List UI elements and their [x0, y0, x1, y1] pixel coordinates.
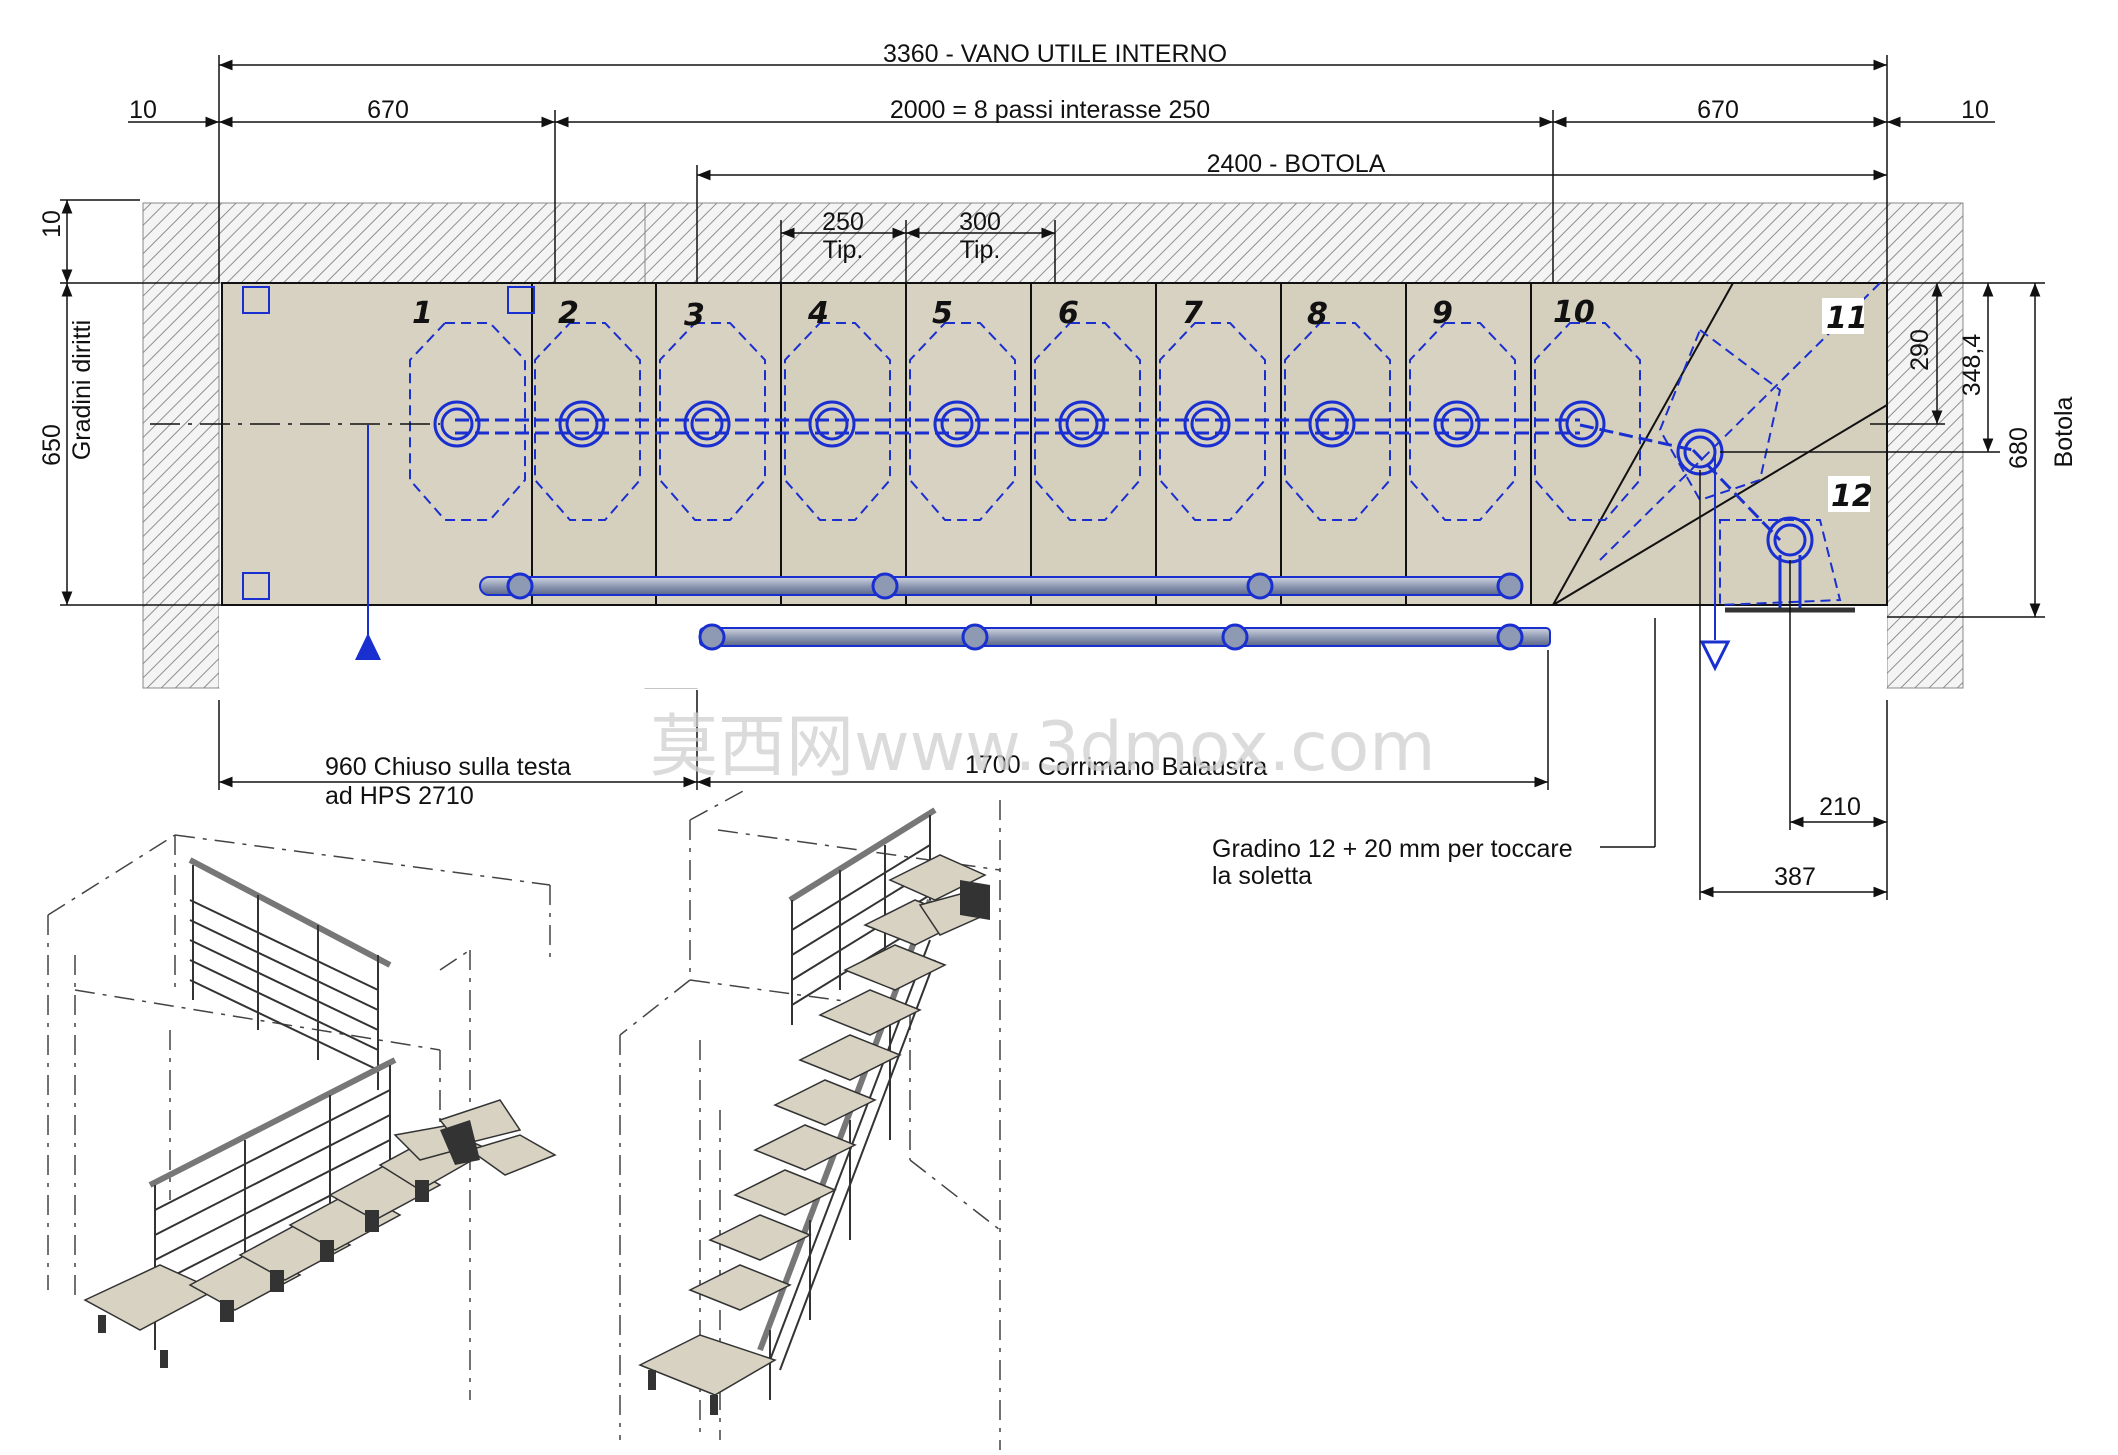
handrail-upper [479, 572, 1524, 600]
fixing-1 [242, 286, 270, 314]
dim-chiuso-line2: ad HPS 2710 [325, 782, 474, 810]
dim-290: 290 [1906, 329, 1934, 371]
dim-passi: 2000 = 8 passi interasse 250 [890, 96, 1210, 124]
step-numbers: 1 2 3 4 5 6 7 8 9 10 11 12 [412, 295, 1873, 514]
step-number: 5 [932, 296, 953, 331]
dim-tip-250: 250 [822, 208, 864, 236]
step-number: 2 [558, 296, 579, 331]
dimension-texts: 3360 - VANO UTILE INTERNO 10 670 2000 = … [38, 40, 2078, 891]
isometric-view-left [47, 834, 557, 1400]
step-number: 3 [684, 298, 705, 333]
label-corrimano: Corrimano Balaustra [1038, 753, 1267, 781]
dim-right-width: 670 [1697, 96, 1739, 124]
fixing-3 [242, 572, 270, 600]
dim-tip-label: Tip. [823, 236, 864, 264]
step-number: 12 [1831, 479, 1873, 514]
treads [221, 282, 1888, 606]
step-number: 11 [1826, 301, 1868, 336]
spine [409, 282, 1881, 610]
note-gradino-line2: la soletta [1212, 862, 1312, 890]
dimension-lines [60, 55, 2045, 900]
section-marker-right [1699, 450, 1731, 672]
dim-corrimano-value: 1700 [965, 751, 1021, 779]
dim-tip-label: Tip. [960, 236, 1001, 264]
watermark: 莫西网www.3dmox.com [650, 708, 1436, 787]
step-number: 4 [807, 296, 829, 331]
winder-line-2 [1552, 404, 1888, 606]
isometric-view-right [619, 789, 1001, 1450]
dim-387: 387 [1774, 863, 1816, 891]
dim-vano: 3360 - VANO UTILE INTERNO [883, 40, 1227, 68]
step-number-box [1828, 476, 1870, 512]
label-gradini-diritti: Gradini diritti [68, 320, 96, 460]
section-marker-left [355, 425, 381, 660]
dim-chiuso-line1: 960 Chiuso sulla testa [325, 753, 571, 781]
step-number: 7 [1182, 296, 1203, 331]
top-wall [142, 202, 1964, 284]
dim-348: 348,4 [1958, 334, 1986, 397]
fixing-2 [507, 286, 535, 314]
note-gradino-line1: Gradino 12 + 20 mm per toccare [1212, 835, 1573, 863]
tread-1 [221, 282, 533, 606]
dim-depth-left: 650 [38, 424, 66, 466]
dim-680: 680 [2005, 427, 2033, 469]
dim-right-margin: 10 [1961, 96, 1989, 124]
handrail-lower [698, 623, 1551, 651]
step-number: 9 [1432, 296, 1453, 331]
label-botola: Botola [2050, 396, 2078, 467]
dim-210: 210 [1819, 793, 1861, 821]
step-number: 8 [1307, 297, 1328, 332]
right-wall [1886, 202, 1964, 689]
dim-left-width: 670 [367, 96, 409, 124]
step-number-box [1822, 298, 1864, 334]
dim-wall-top: 10 [38, 210, 66, 238]
dim-tip-300: 300 [959, 208, 1001, 236]
dim-botola-width: 2400 - BOTOLA [1207, 150, 1386, 178]
step-number: 6 [1058, 296, 1079, 331]
step-number: 1 [412, 296, 433, 331]
left-wall [142, 202, 220, 689]
winder-line-1 [1552, 282, 1734, 606]
dim-left-margin: 10 [129, 96, 157, 124]
step-number: 10 [1553, 295, 1595, 330]
